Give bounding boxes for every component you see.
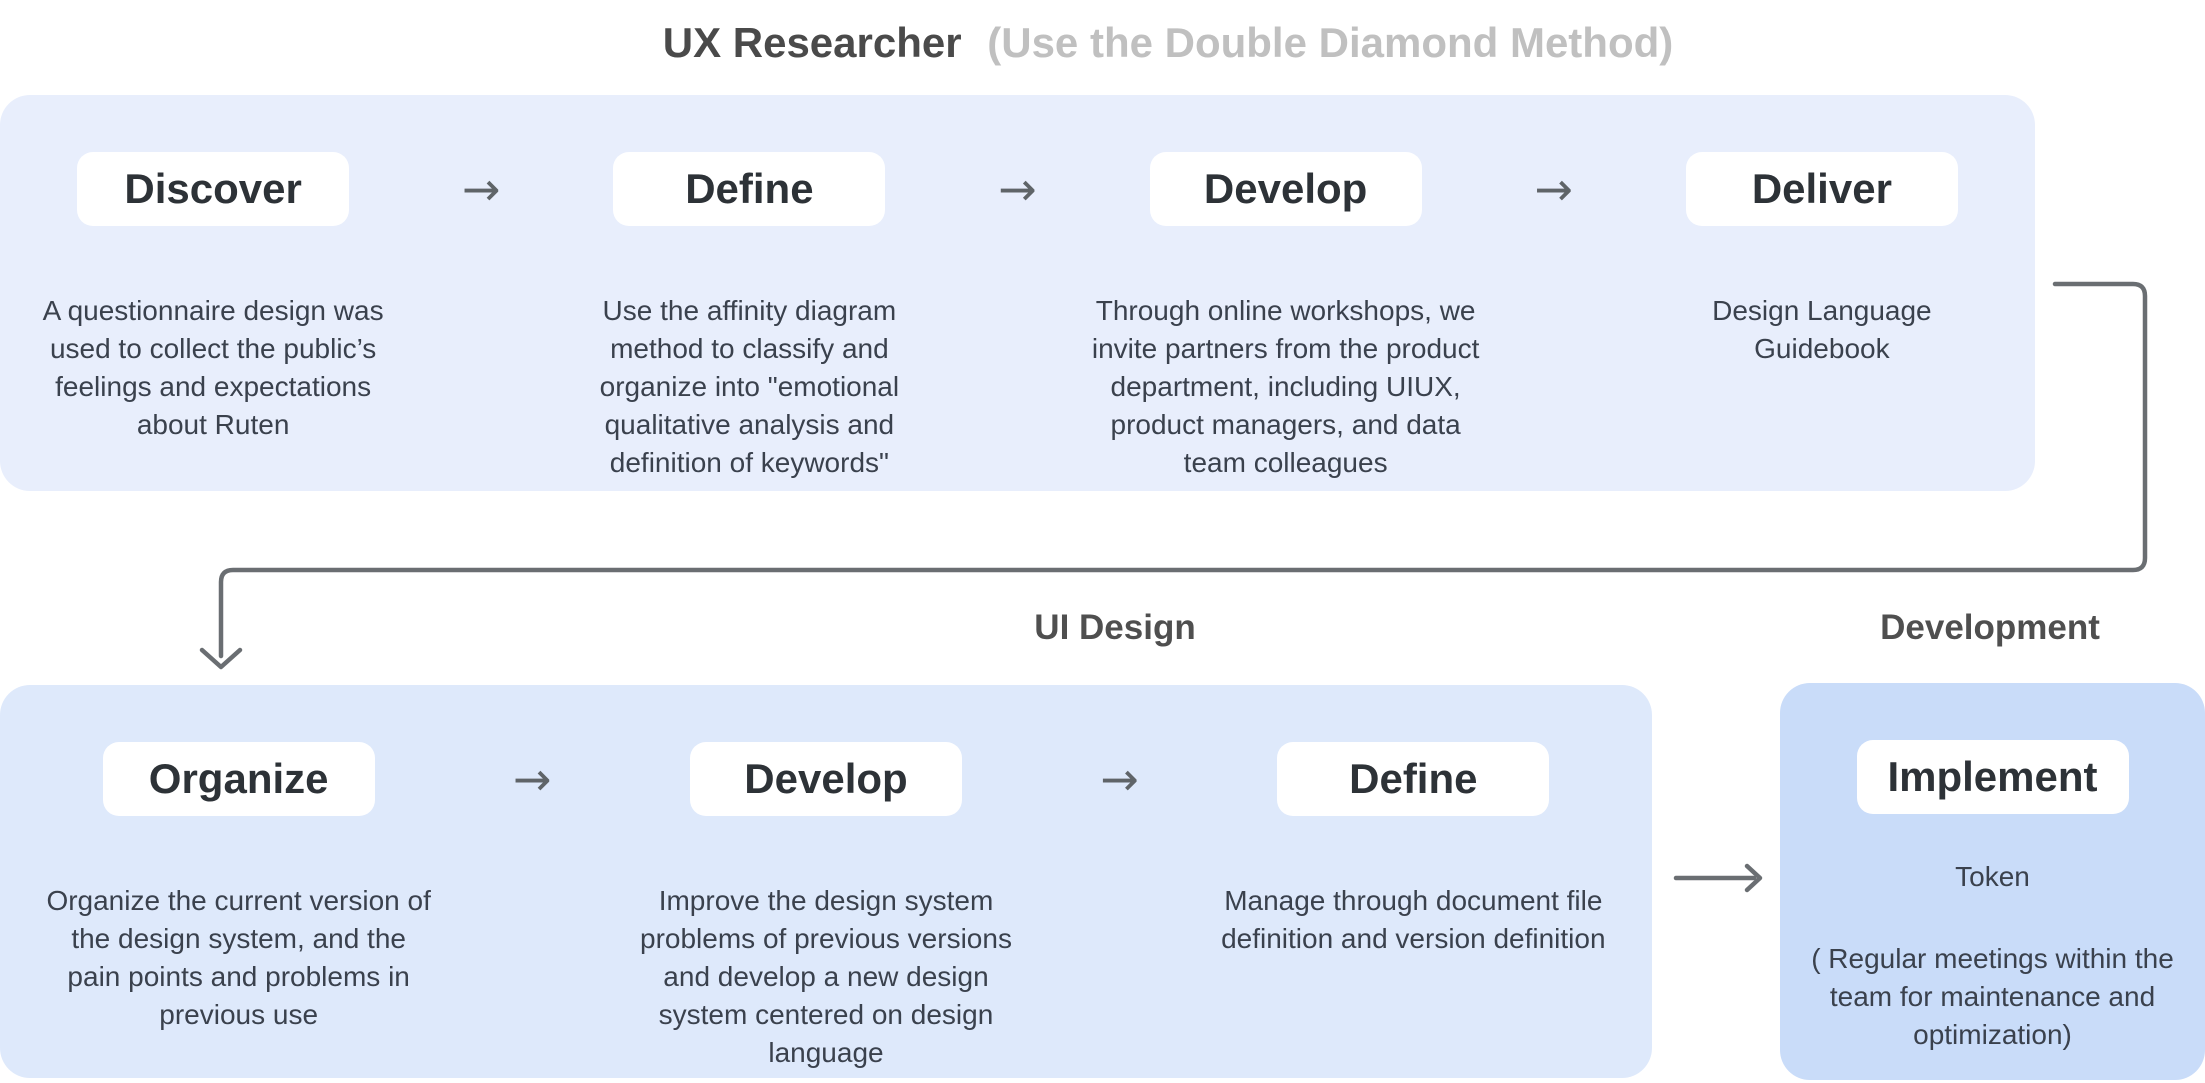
implement-description-note: ( Regular meetings within the team for m… (1811, 943, 2174, 1050)
stage-develop: Develop Through online workshops, we inv… (1073, 152, 1499, 482)
define-description: Use the affinity diagram method to class… (599, 295, 900, 478)
define2-description: Manage through document file definition … (1221, 885, 1606, 954)
ui-design-label: UI Design (1034, 608, 1196, 647)
right-arrowhead-icon (1744, 863, 1763, 893)
right-arrow-icon: → (461, 162, 501, 216)
right-arrow-icon: → (513, 752, 552, 806)
define2-chip: Define (1277, 742, 1550, 816)
implement-description-token: Token (1955, 861, 2030, 892)
stage-implement: Implement Token ( Regular meetings withi… (1780, 740, 2205, 1054)
develop2-description: Improve the design system problems of pr… (640, 885, 1012, 1068)
development-panel: Implement Token ( Regular meetings withi… (1780, 683, 2205, 1080)
development-label: Development (1880, 608, 2100, 647)
organize-description: Organize the current version of the desi… (46, 885, 431, 1030)
title-subtitle: (Use the Double Diamond Method) (987, 19, 1674, 66)
implement-chip: Implement (1856, 740, 2129, 814)
deliver-description: Design Language Guidebook (1712, 295, 1932, 364)
discover-description: A questionnaire design was used to colle… (42, 295, 384, 440)
down-arrowhead-icon (199, 647, 243, 670)
stage-develop-2: Develop Improve the design system proble… (587, 742, 1064, 1072)
organize-chip: Organize (102, 742, 375, 816)
diagram-title: UX Researcher (Use the Double Diamond Me… (663, 18, 1674, 68)
develop-description: Through online workshops, we invite part… (1091, 295, 1480, 478)
stage-organize: Organize Organize the current version of… (0, 742, 477, 1034)
deliver-chip: Deliver (1685, 152, 1958, 226)
ui-design-panel: Organize Organize the current version of… (0, 685, 1652, 1078)
define-chip: Define (613, 152, 886, 226)
stage-discover: Discover A questionnaire design was used… (0, 152, 426, 444)
discover-chip: Discover (77, 152, 350, 226)
develop2-chip: Develop (689, 742, 962, 816)
ux-researcher-panel: Discover A questionnaire design was used… (0, 95, 2035, 491)
right-arrow-icon: → (998, 162, 1037, 216)
right-arrow-icon: → (1100, 752, 1139, 806)
right-arrow-icon: → (1534, 162, 1574, 216)
stage-define: Define Use the affinity diagram method t… (536, 152, 962, 482)
title-main: UX Researcher (662, 19, 962, 66)
stage-deliver: Deliver Design Language Guidebook (1609, 152, 2035, 368)
develop-chip: Develop (1149, 152, 1422, 226)
stage-define-2: Define Manage through document file defi… (1175, 742, 1652, 958)
